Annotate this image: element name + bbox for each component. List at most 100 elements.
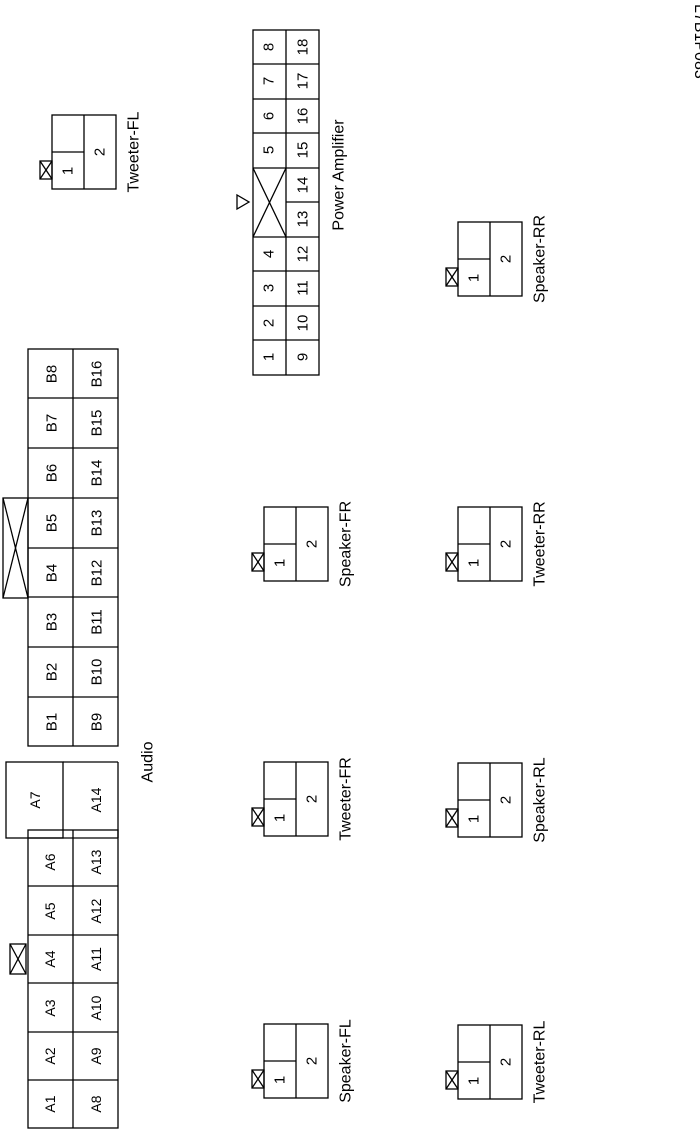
pin-2: 2 bbox=[498, 255, 515, 263]
audio-label: Audio bbox=[140, 741, 157, 782]
pin-b3: B3 bbox=[44, 613, 61, 631]
pin-2: 2 bbox=[498, 540, 515, 548]
pin-2: 2 bbox=[92, 148, 109, 156]
pin-2: 2 bbox=[498, 796, 515, 804]
pa-pin-9: 9 bbox=[295, 353, 312, 361]
pin-a5: A5 bbox=[42, 902, 58, 919]
pin-2: 2 bbox=[304, 540, 321, 548]
pa-pin-13: 13 bbox=[295, 211, 312, 228]
connector-tweeter-rl: 1 2 Tweeter-RL bbox=[445, 1021, 549, 1104]
figure-code: L7B1P083 bbox=[691, 4, 700, 79]
lock-icon bbox=[445, 552, 459, 572]
connector-speaker-fl: 1 2 Speaker-FL bbox=[251, 1019, 355, 1103]
pin-a13: A13 bbox=[88, 849, 104, 874]
pin-1: 1 bbox=[272, 814, 289, 822]
pa-pin-15: 15 bbox=[295, 142, 312, 159]
pin-b5: B5 bbox=[44, 514, 61, 532]
power-amplifier-label: Power Amplifier bbox=[331, 119, 348, 231]
audio-b-lock-icon bbox=[2, 497, 29, 599]
pin-b6: B6 bbox=[44, 464, 61, 482]
pa-pin-18: 18 bbox=[295, 39, 312, 56]
pin-2: 2 bbox=[304, 1057, 321, 1065]
audio-a7-tab bbox=[5, 761, 64, 839]
pin-b10: B10 bbox=[89, 659, 106, 686]
pin-a8: A8 bbox=[88, 1095, 104, 1112]
pin-a9: A9 bbox=[88, 1047, 104, 1064]
lock-icon bbox=[445, 808, 459, 828]
pin-b1: B1 bbox=[44, 713, 61, 731]
lock-icon bbox=[251, 552, 265, 572]
pa-pin-3: 3 bbox=[261, 284, 278, 292]
connector-label: Tweeter-FR bbox=[338, 757, 355, 841]
pin-1: 1 bbox=[466, 815, 483, 823]
pin-a1: A1 bbox=[42, 1095, 58, 1112]
connector-label: Speaker-FL bbox=[338, 1019, 355, 1103]
pin-a4: A4 bbox=[42, 950, 58, 967]
lock-icon bbox=[39, 160, 53, 180]
pin-1: 1 bbox=[272, 559, 289, 567]
power-amplifier-connector: 1 2 3 4 5 6 7 8 9 10 11 12 13 14 15 16 1… bbox=[236, 29, 320, 376]
pa-pin-6: 6 bbox=[261, 112, 278, 120]
connector-label: Speaker-RR bbox=[532, 215, 549, 303]
audio-a-connector: A1 A2 A3 A4 A5 A6 A7 A8 A9 A10 A11 A12 A… bbox=[5, 761, 119, 1129]
pin-2: 2 bbox=[498, 1058, 515, 1066]
connector-label: Speaker-FR bbox=[338, 501, 355, 587]
connector-tweeter-fr: 1 2 Tweeter-FR bbox=[251, 757, 355, 841]
connector-label: Tweeter-RL bbox=[532, 1021, 549, 1104]
pin-b12: B12 bbox=[89, 560, 106, 587]
pa-pin-14: 14 bbox=[295, 177, 312, 194]
pin-b16: B16 bbox=[89, 361, 106, 388]
pin-a11: A11 bbox=[88, 947, 104, 971]
connector-speaker-rr: 1 2 Speaker-RR bbox=[445, 215, 549, 303]
connector-label: Tweeter-RR bbox=[532, 501, 549, 586]
pin-a6: A6 bbox=[42, 853, 58, 870]
pin-a10: A10 bbox=[88, 995, 104, 1020]
lock-icon bbox=[251, 807, 265, 827]
connector-label: Speaker-RL bbox=[532, 757, 549, 842]
pin-b8: B8 bbox=[44, 365, 61, 383]
pin-b15: B15 bbox=[89, 410, 106, 437]
lock-icon bbox=[445, 267, 459, 287]
pa-pin-7: 7 bbox=[261, 77, 278, 85]
triangle-marker-icon bbox=[236, 193, 251, 211]
pin-b2: B2 bbox=[44, 663, 61, 681]
pin-b13: B13 bbox=[89, 510, 106, 537]
pa-pin-2: 2 bbox=[261, 319, 278, 327]
pa-pin-1: 1 bbox=[261, 353, 278, 361]
lock-icon bbox=[445, 1070, 459, 1090]
pin-b7: B7 bbox=[44, 414, 61, 432]
pa-pin-11: 11 bbox=[295, 280, 312, 296]
pa-pin-12: 12 bbox=[295, 246, 312, 263]
pa-pin-10: 10 bbox=[295, 315, 312, 332]
pin-1: 1 bbox=[466, 559, 483, 567]
pin-b4: B4 bbox=[44, 564, 61, 582]
pa-pin-17: 17 bbox=[295, 73, 312, 90]
connector-tweeter-fl: 1 2 Tweeter-FL bbox=[39, 111, 143, 192]
connector-speaker-rl: 1 2 Speaker-RL bbox=[445, 757, 549, 843]
pa-pin-4: 4 bbox=[261, 250, 278, 258]
connector-tweeter-rr: 1 2 Tweeter-RR bbox=[445, 501, 549, 587]
pin-b11: B11 bbox=[89, 609, 106, 635]
lock-icon bbox=[251, 1069, 265, 1089]
pin-b9: B9 bbox=[89, 713, 106, 731]
pa-pin-16: 16 bbox=[295, 108, 312, 125]
pin-2: 2 bbox=[304, 795, 321, 803]
pin-1: 1 bbox=[466, 274, 483, 282]
pa-pin-8: 8 bbox=[261, 43, 278, 51]
pin-1: 1 bbox=[272, 1076, 289, 1084]
connector-label: Tweeter-FL bbox=[126, 111, 143, 192]
pin-a2: A2 bbox=[42, 1047, 58, 1064]
pin-a12: A12 bbox=[88, 898, 104, 923]
pa-pin-5: 5 bbox=[261, 146, 278, 154]
pin-a14: A14 bbox=[88, 787, 104, 812]
pin-1: 1 bbox=[466, 1077, 483, 1085]
audio-b-connector: B1 B2 B3 B4 B5 B6 B7 B8 B9 B10 B11 B12 B… bbox=[2, 348, 119, 747]
audio-a-lock-icon bbox=[9, 943, 27, 975]
pin-b14: B14 bbox=[89, 460, 106, 487]
pin-1: 1 bbox=[60, 167, 77, 175]
pin-a7: A7 bbox=[27, 791, 43, 808]
connector-speaker-fr: 1 2 Speaker-FR bbox=[251, 501, 355, 587]
